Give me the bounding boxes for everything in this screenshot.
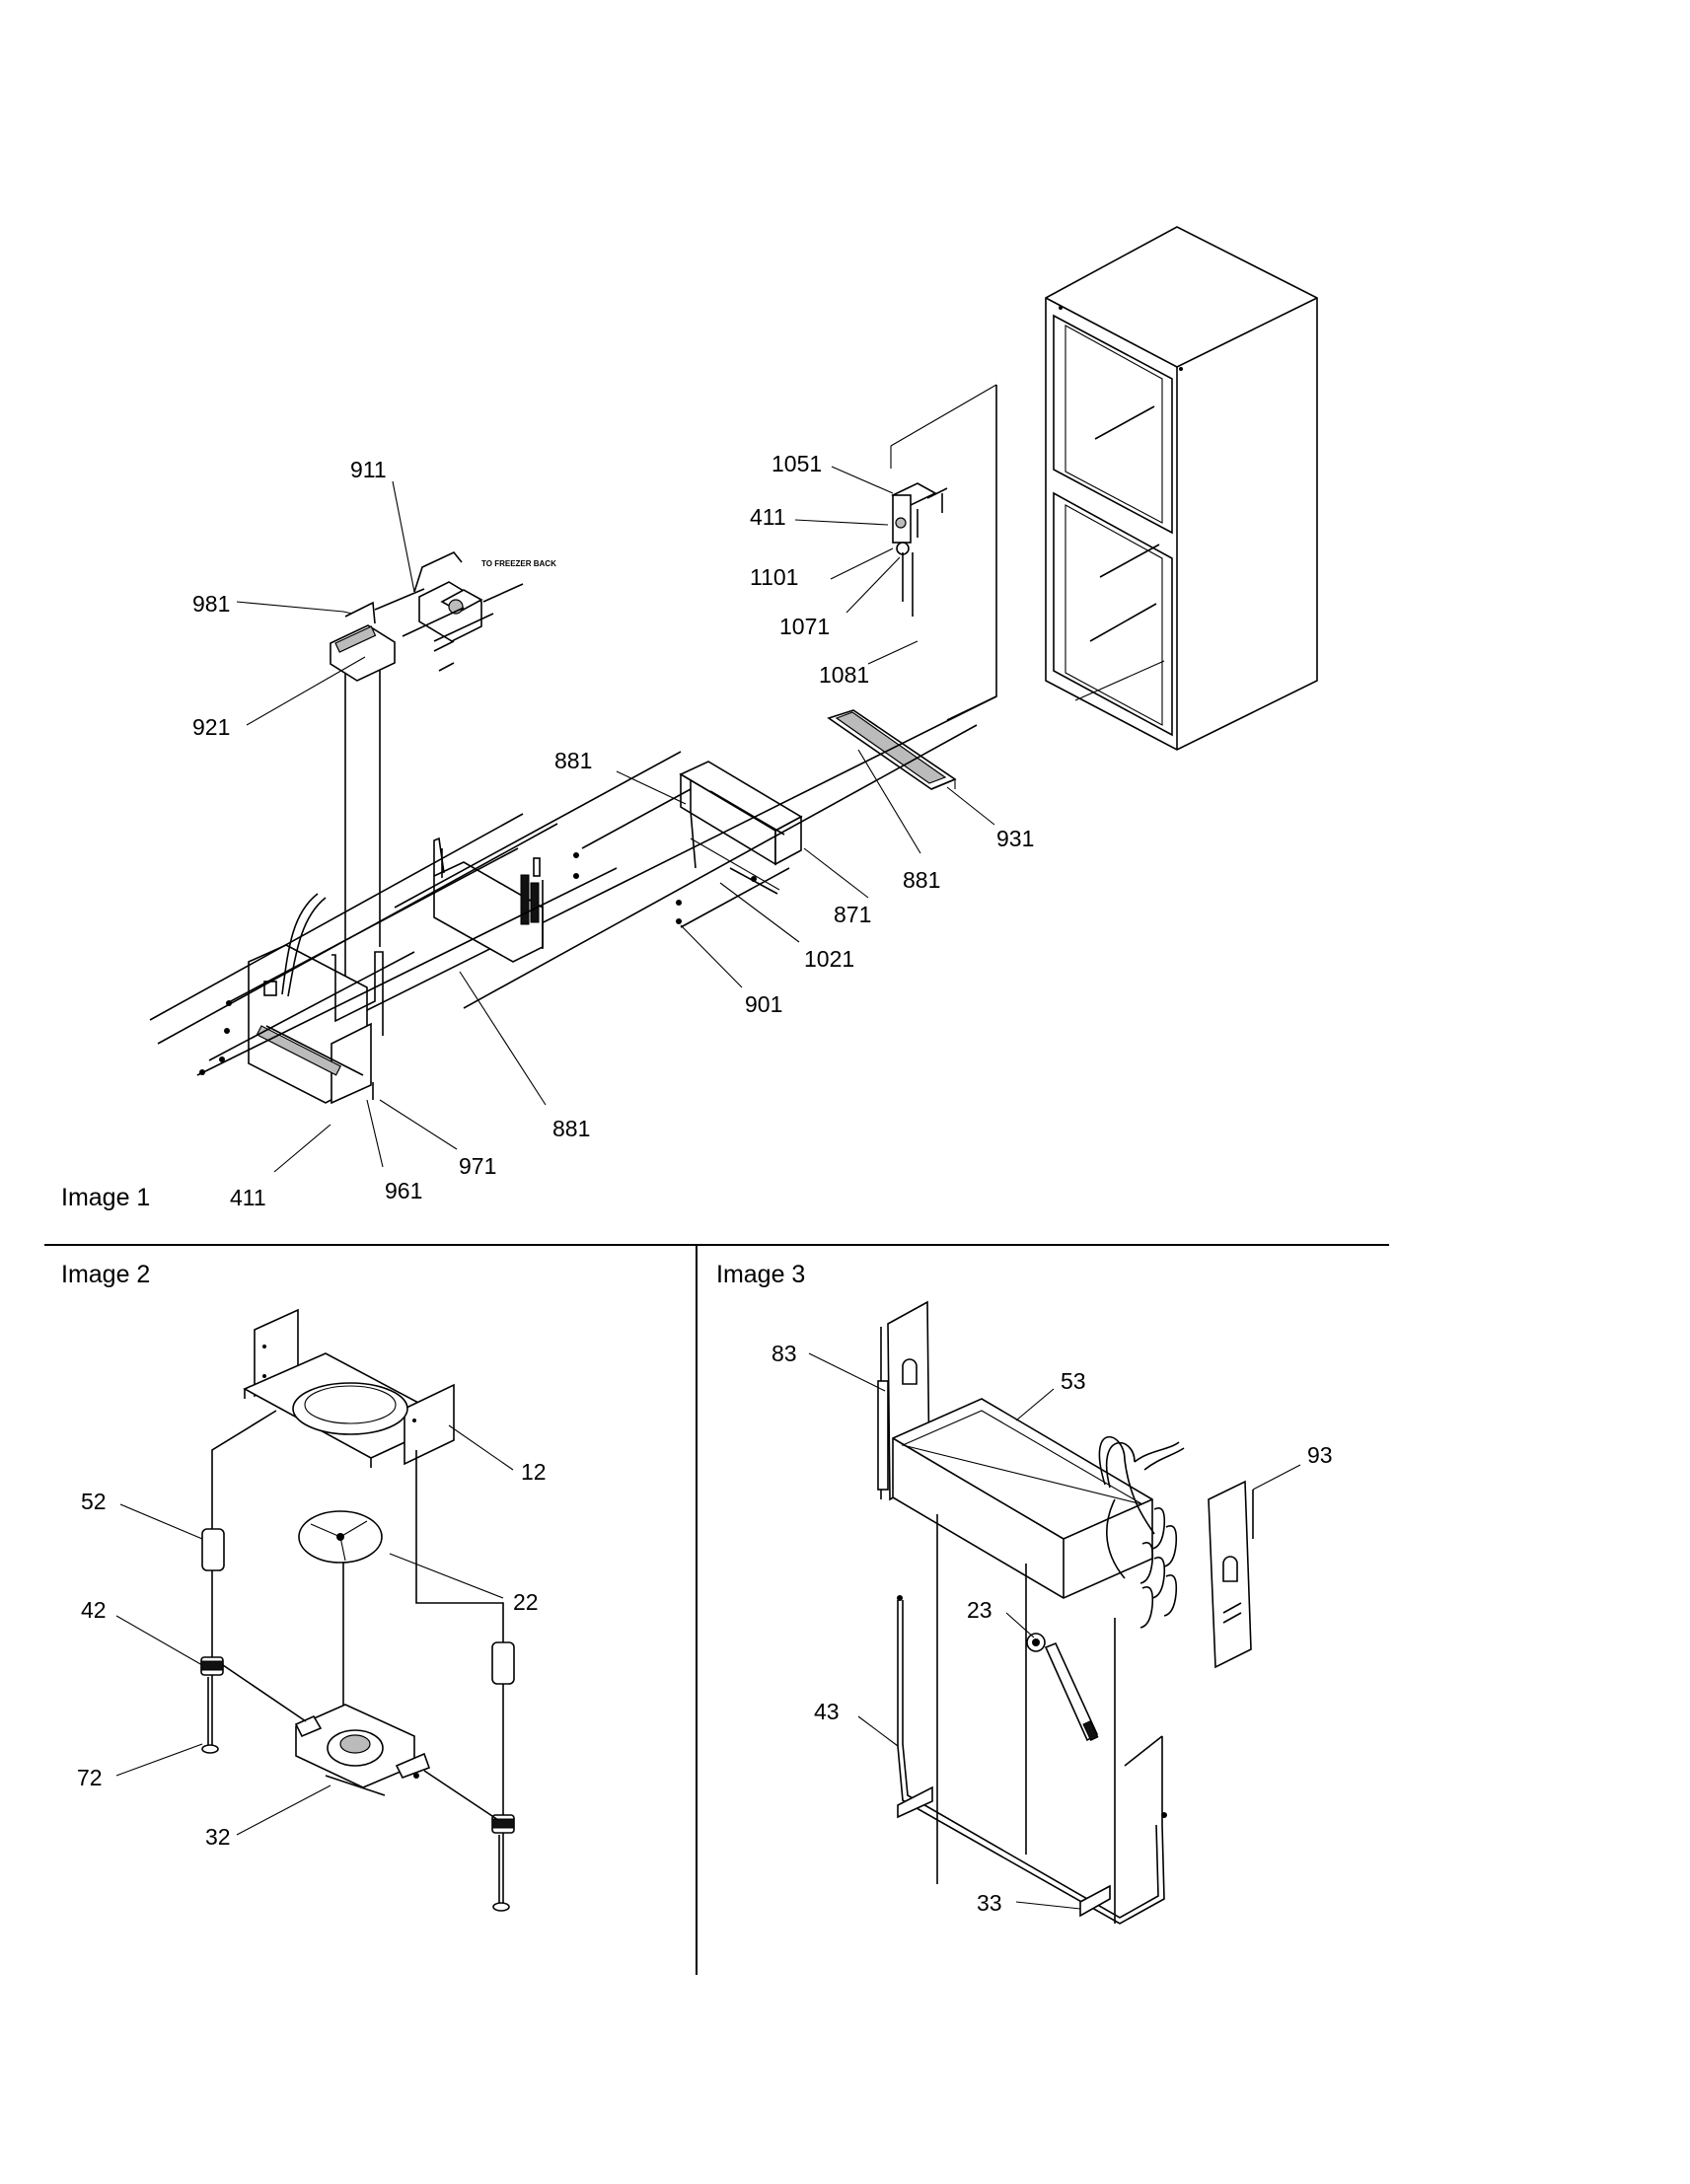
callout-1081: 1081 <box>819 662 869 688</box>
duct-line <box>463 724 978 1009</box>
side-bracket-881 <box>433 837 544 963</box>
callout-871: 871 <box>834 902 871 927</box>
callout-83: 83 <box>772 1341 797 1366</box>
callout-411-top: 411 <box>750 504 786 530</box>
evaporator-53 <box>892 1398 1153 1599</box>
callout-1051: 1051 <box>772 451 822 476</box>
callout-43: 43 <box>814 1699 840 1724</box>
callout-931: 931 <box>996 826 1034 851</box>
control-bracket-911 <box>402 551 524 672</box>
evaporator-coils <box>1098 1436 1185 1629</box>
callout-411-bottom: 411 <box>230 1185 266 1210</box>
image-1: 911 981 921 1051 411 1101 1071 1081 881 … <box>61 226 1318 1211</box>
callout-23: 23 <box>967 1597 992 1623</box>
callout-1021: 1021 <box>804 946 854 972</box>
fan-shroud-12 <box>243 1308 455 1468</box>
callout-1071: 1071 <box>779 614 830 639</box>
vertical-duct <box>330 588 425 977</box>
image-2-caption: Image 2 <box>61 1261 150 1288</box>
harness-line <box>946 385 997 721</box>
callout-881-tray: 881 <box>903 867 940 893</box>
callout-32: 32 <box>205 1824 231 1850</box>
callout-1101: 1101 <box>750 564 798 590</box>
bracket-assembly-1051 <box>891 482 948 617</box>
callout-33: 33 <box>977 1890 1002 1916</box>
callout-22: 22 <box>513 1589 539 1615</box>
callout-42: 42 <box>81 1597 107 1623</box>
end-plate-93 <box>1208 1480 1254 1669</box>
tray-931 <box>827 709 957 790</box>
image-2: Image 2 <box>61 1261 547 1912</box>
image-3: Image 3 <box>716 1261 1333 1925</box>
callout-901: 901 <box>745 991 782 1017</box>
callout-971: 971 <box>459 1153 496 1179</box>
callout-52: 52 <box>81 1489 107 1514</box>
image-1-caption: Image 1 <box>61 1184 150 1211</box>
callout-53: 53 <box>1061 1368 1086 1394</box>
callout-72: 72 <box>77 1765 103 1790</box>
heater-wire-43 <box>897 1600 1165 1925</box>
duct-assembly <box>248 893 384 1105</box>
callout-911: 911 <box>350 457 387 482</box>
callout-93: 93 <box>1307 1442 1333 1468</box>
callout-881-bottom: 881 <box>552 1116 590 1141</box>
callout-881-top: 881 <box>554 748 592 773</box>
callout-921: 921 <box>192 714 230 740</box>
callout-12: 12 <box>521 1459 547 1485</box>
thermostat-23 <box>1026 1633 1099 1742</box>
fan-motor-32 <box>294 1704 431 1796</box>
callout-961: 961 <box>385 1178 422 1203</box>
refrigerator-cabinet <box>1045 226 1318 751</box>
callout-981: 981 <box>192 591 230 617</box>
image-3-caption: Image 3 <box>716 1261 805 1288</box>
to-freezer-back-note: TO FREEZER BACK <box>481 559 556 568</box>
housing-871 <box>679 761 803 895</box>
